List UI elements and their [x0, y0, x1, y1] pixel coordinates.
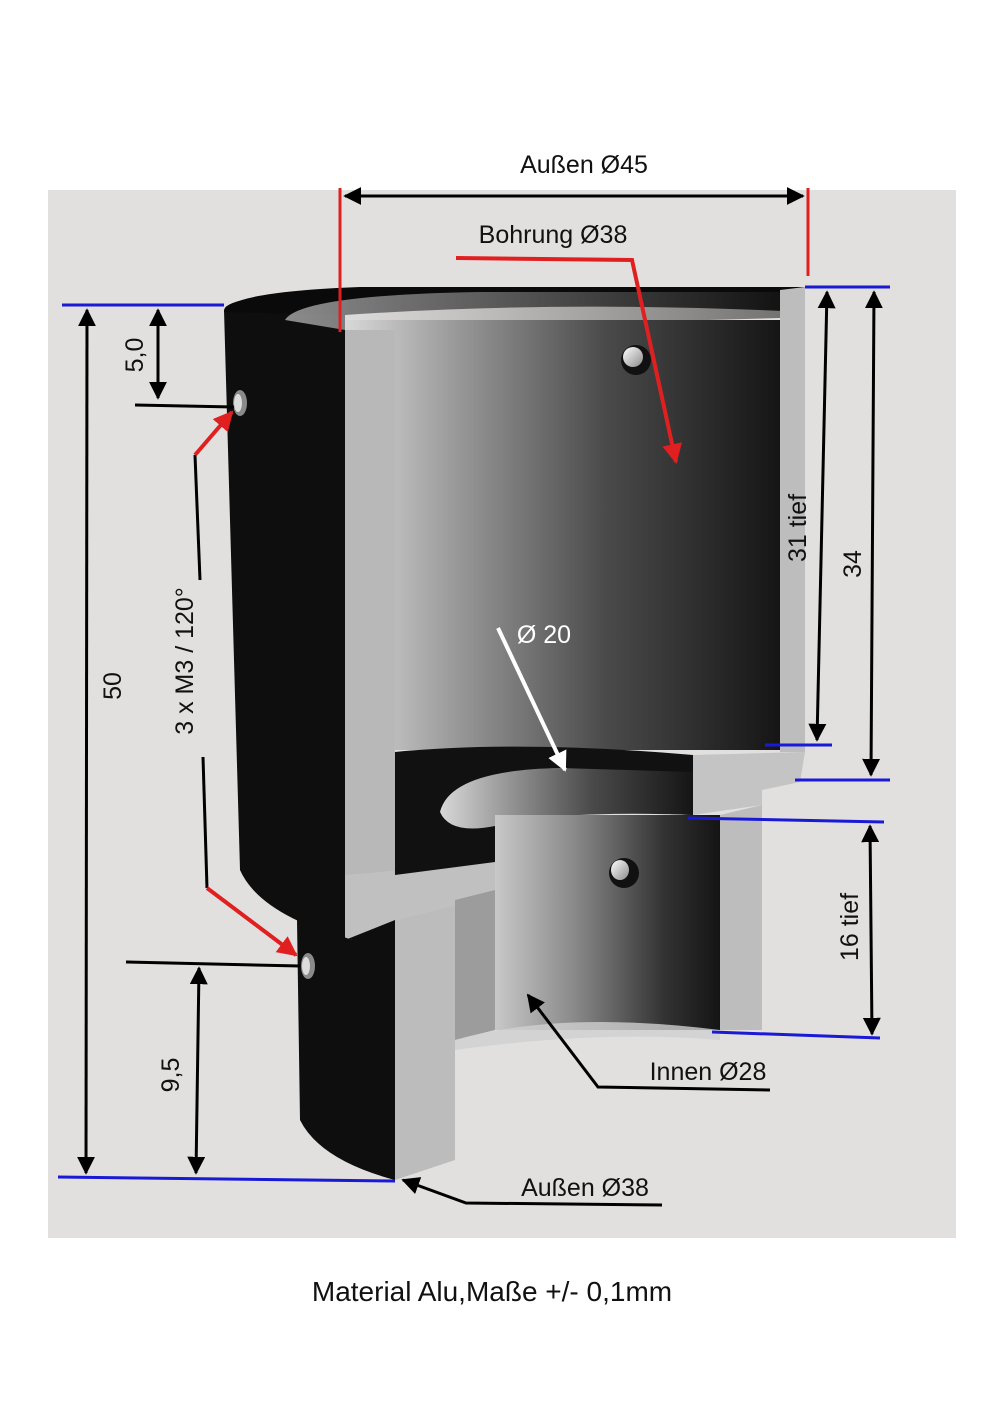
lower-bore-left	[455, 890, 495, 1040]
label-depth-16: 16 tief	[836, 893, 864, 961]
red-arrows	[193, 256, 682, 957]
dim-16	[861, 824, 881, 1036]
label-outer-45: Außen Ø45	[520, 151, 648, 179]
label-bore-38: Bohrung Ø38	[479, 221, 628, 249]
label-dim-9-5: 9,5	[157, 1058, 185, 1093]
dim-50	[77, 308, 96, 1175]
lower-bore-bottom	[455, 1022, 720, 1050]
inner-bore	[345, 320, 780, 750]
label-outer-38: Außen Ø38	[521, 1174, 649, 1202]
label-holes-m3: 3 x M3 / 120°	[171, 587, 199, 735]
label-dia-20: Ø 20	[517, 621, 571, 649]
cut-wall-right-lower	[720, 805, 762, 1030]
dimension-lines	[77, 187, 883, 1207]
arrow-hole-upper	[193, 410, 234, 457]
red-extension-lines	[338, 188, 810, 332]
arrow-bore	[455, 256, 682, 464]
label-height-34: 34	[839, 550, 867, 578]
cut-wall-right-upper	[780, 287, 805, 752]
cut-wall-left-upper	[345, 330, 395, 875]
leader-inner	[526, 993, 771, 1092]
upper-outer-wall	[224, 293, 395, 940]
through-hole	[440, 768, 693, 829]
dim-9-5	[187, 966, 208, 1175]
leader-outer-bottom	[401, 1177, 663, 1207]
dim-34	[862, 290, 883, 777]
caption-material: Material Alu,Maße +/- 0,1mm	[311, 1276, 673, 1307]
label-depth-31: 31 tief	[784, 494, 812, 562]
cut-wall-left-lower	[395, 905, 455, 1180]
part-body	[224, 287, 805, 1180]
arrow-hole-lower	[205, 886, 298, 957]
reference-lines	[57, 285, 890, 1183]
dim-31	[808, 290, 836, 742]
label-total-50: 50	[99, 672, 127, 700]
label-dim-5: 5,0	[121, 338, 149, 373]
cut-wall-left-floor	[345, 862, 495, 940]
arrow-dia-20	[496, 627, 567, 772]
lower-outer-wall	[297, 920, 395, 1180]
label-inner-28: Innen Ø28	[650, 1058, 767, 1086]
cut-wall-right-shelf	[693, 752, 805, 815]
